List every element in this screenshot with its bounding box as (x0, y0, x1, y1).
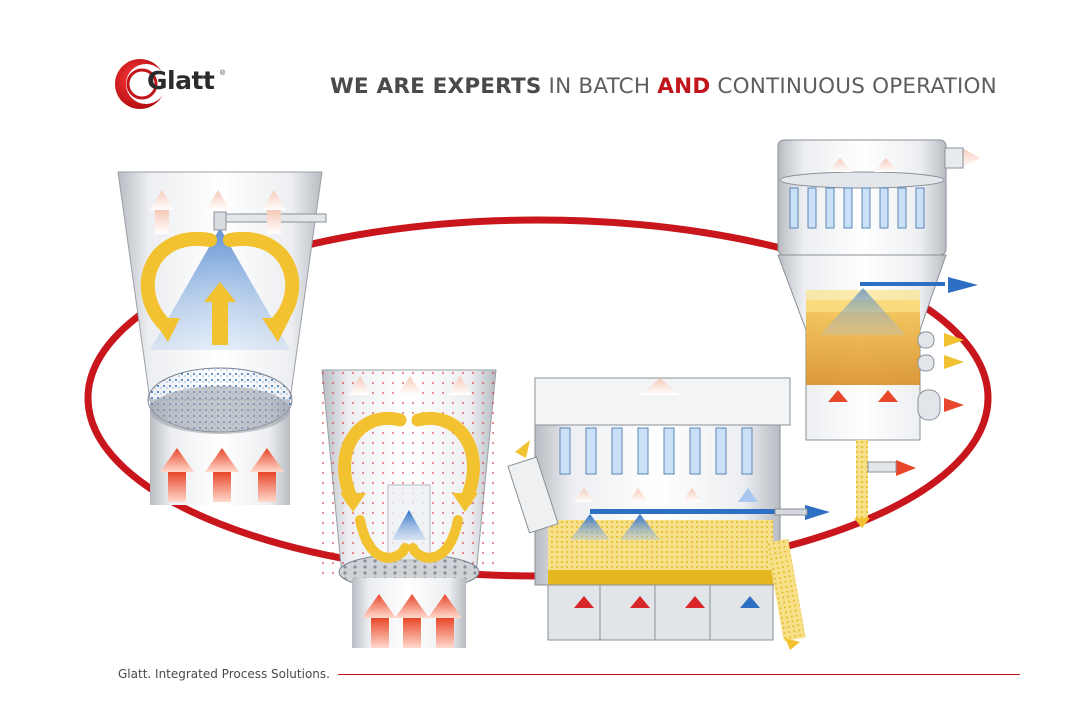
headline-part-and: AND (657, 74, 711, 99)
footer-tagline: Glatt. Integrated Process Solutions. (118, 667, 330, 681)
logo-wordmark: Glatt (147, 66, 215, 95)
top-spray-vessel (117, 171, 327, 505)
continuous-fluid-bed (507, 377, 830, 650)
footer-divider (338, 674, 1020, 675)
registered-mark: ® (220, 70, 226, 77)
headline-part-continuous: CONTINUOUS OPERATION (710, 74, 997, 99)
bottom-spray-vessel (321, 369, 497, 648)
headline-part-batch: IN BATCH (541, 74, 658, 99)
glatt-logo (115, 59, 166, 109)
spray-granulation-column (777, 139, 980, 528)
page-headline: WE ARE EXPERTS IN BATCH AND CONTINUOUS O… (330, 74, 997, 99)
headline-part-bold: WE ARE EXPERTS (330, 74, 542, 99)
